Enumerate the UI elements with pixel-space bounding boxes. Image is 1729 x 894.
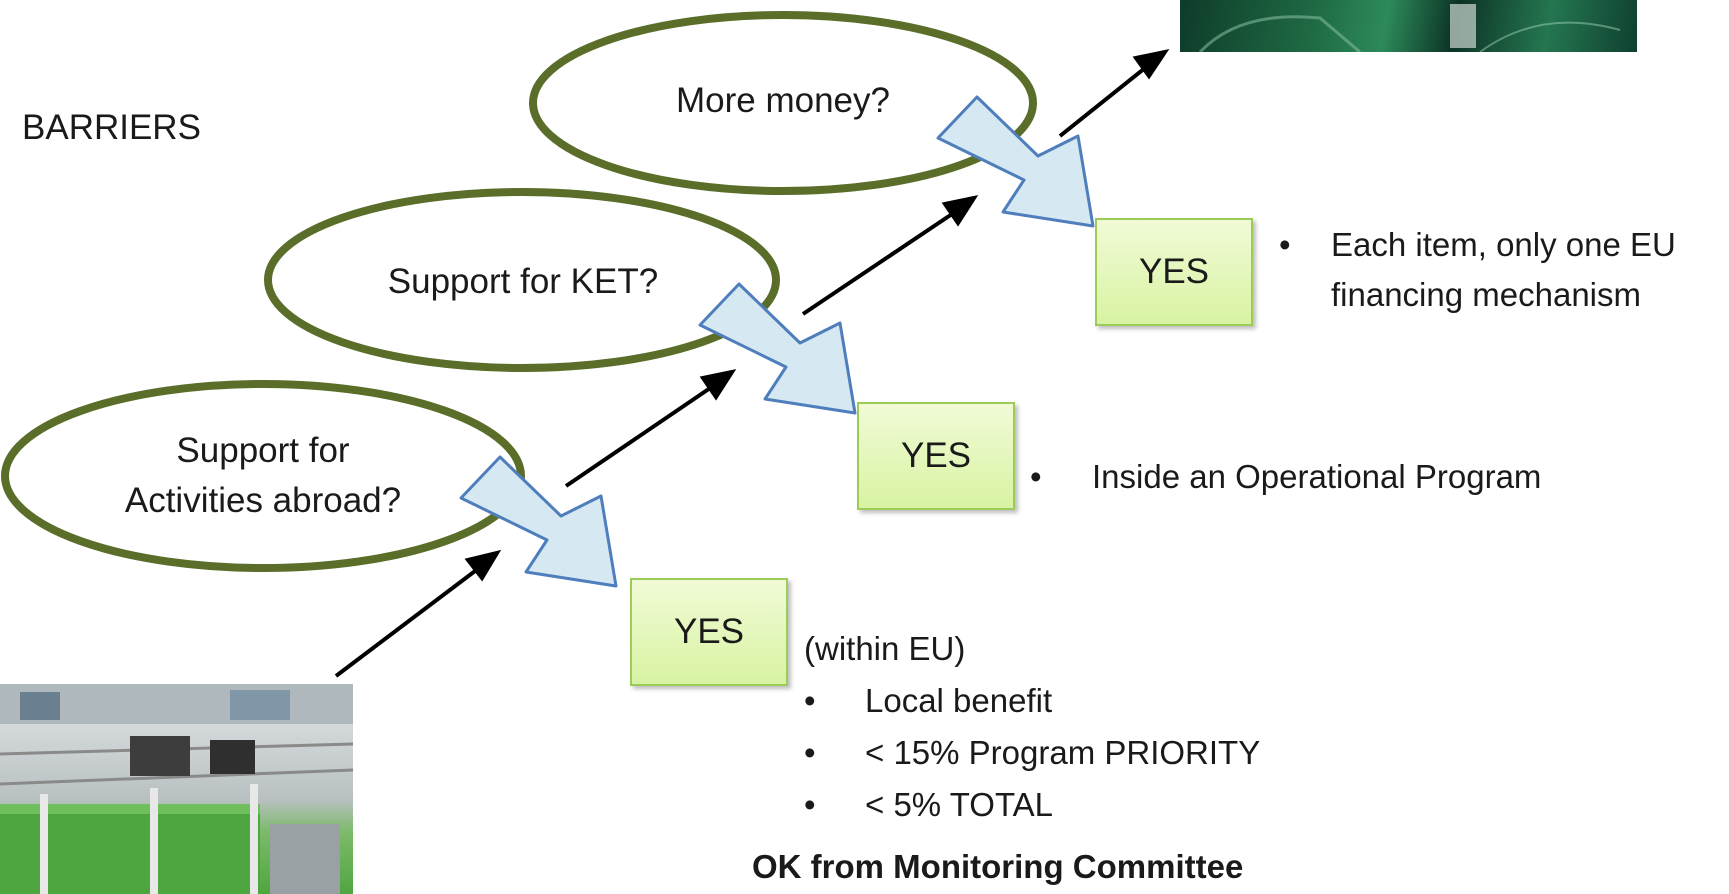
facility-photo-bottom — [0, 684, 353, 894]
bullet-marker-total: • — [804, 786, 816, 823]
question-support-abroad-line1: Support for — [176, 431, 350, 470]
note-bottom-header: (within EU) — [804, 630, 966, 667]
yes-box-top: YES — [1095, 218, 1253, 326]
note-bottom-item-local: Local benefit — [865, 682, 1053, 719]
bullet-marker-priority: • — [804, 734, 816, 771]
oval-more-money — [529, 11, 1037, 195]
arrow-to-ket — [564, 369, 737, 488]
oval-support-ket — [264, 188, 780, 372]
bullet-marker-top: • — [1279, 226, 1291, 263]
arrow-to-money — [801, 195, 979, 316]
note-middle: Inside an Operational Program — [1092, 458, 1542, 495]
note-top-line1: Each item, only one EU — [1331, 226, 1676, 263]
note-bottom-item-total: < 5% TOTAL — [865, 786, 1054, 823]
facility-photo-top-detail — [1198, 4, 1621, 52]
yes-box-middle: YES — [857, 402, 1015, 510]
facility-photo-bottom-detail — [0, 684, 353, 894]
bullet-marker-local: • — [804, 682, 816, 719]
question-support-abroad-line2: Activities abroad? — [124, 481, 402, 520]
chevron-arrow-ket — [698, 282, 857, 415]
facility-photo-top — [1180, 0, 1637, 52]
chevron-arrow-money — [936, 95, 1095, 228]
yes-box-bottom: YES — [630, 578, 788, 686]
note-bottom-item-priority: < 15% Program PRIORITY — [865, 734, 1261, 771]
arrow-to-top-photo — [1058, 49, 1170, 138]
arrow-to-abroad — [334, 549, 502, 678]
page-title: BARRIERS — [22, 108, 201, 147]
bullet-marker-middle: • — [1030, 458, 1042, 495]
note-top-line2: financing mechanism — [1331, 276, 1641, 313]
question-more-money: More money? — [676, 81, 890, 120]
monitoring-committee-note: OK from Monitoring Committee — [752, 848, 1244, 885]
chevron-arrow-abroad — [459, 455, 618, 588]
question-support-ket: Support for KET? — [387, 262, 659, 301]
